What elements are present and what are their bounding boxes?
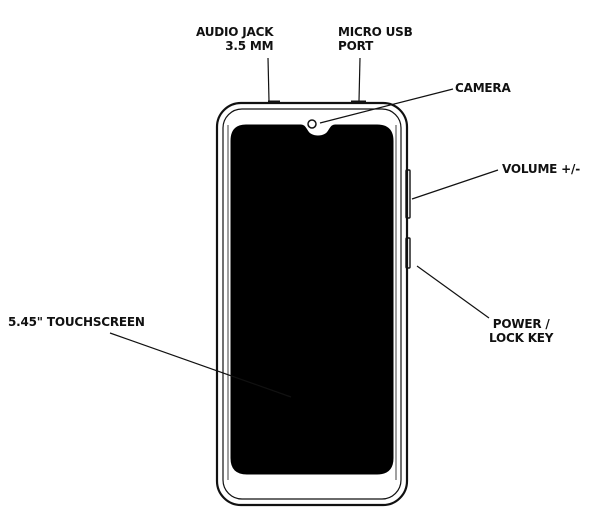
micro-usb-label-line1: MICRO USB bbox=[338, 25, 413, 39]
power-label-line1: POWER / bbox=[492, 317, 550, 331]
leader-touchscreen bbox=[109, 332, 292, 398]
camera-label: CAMERA bbox=[455, 81, 511, 95]
touchscreen-label: 5.45" TOUCHSCREEN bbox=[8, 315, 145, 329]
micro-usb-label: MICRO USB PORT bbox=[338, 25, 413, 53]
audio-jack-label-line2: 3.5 MM bbox=[225, 39, 274, 53]
leader-volume bbox=[411, 169, 499, 200]
phone-inner-bezel bbox=[222, 108, 402, 500]
leader-camera bbox=[319, 88, 454, 124]
touchscreen-display bbox=[230, 124, 394, 475]
volume-label: VOLUME +/- bbox=[502, 162, 580, 176]
audio-jack-label: AUDIO JACK 3.5 MM bbox=[196, 25, 274, 53]
power-lock-button bbox=[405, 237, 411, 269]
camera-icon bbox=[307, 119, 317, 129]
micro-usb-label-line2: PORT bbox=[338, 39, 374, 53]
phone-body bbox=[215, 100, 411, 507]
leader-lines bbox=[109, 57, 499, 398]
power-lock-key-label: POWER / LOCK KEY bbox=[489, 317, 553, 345]
power-label-line2: LOCK KEY bbox=[489, 331, 554, 345]
phone-outer-shell bbox=[215, 101, 409, 507]
audio-jack-label-line1: AUDIO JACK bbox=[196, 25, 274, 39]
leader-micro-usb bbox=[358, 57, 361, 102]
leader-power bbox=[416, 265, 490, 319]
leader-audio-jack bbox=[267, 57, 270, 102]
volume-buttons bbox=[405, 169, 411, 219]
